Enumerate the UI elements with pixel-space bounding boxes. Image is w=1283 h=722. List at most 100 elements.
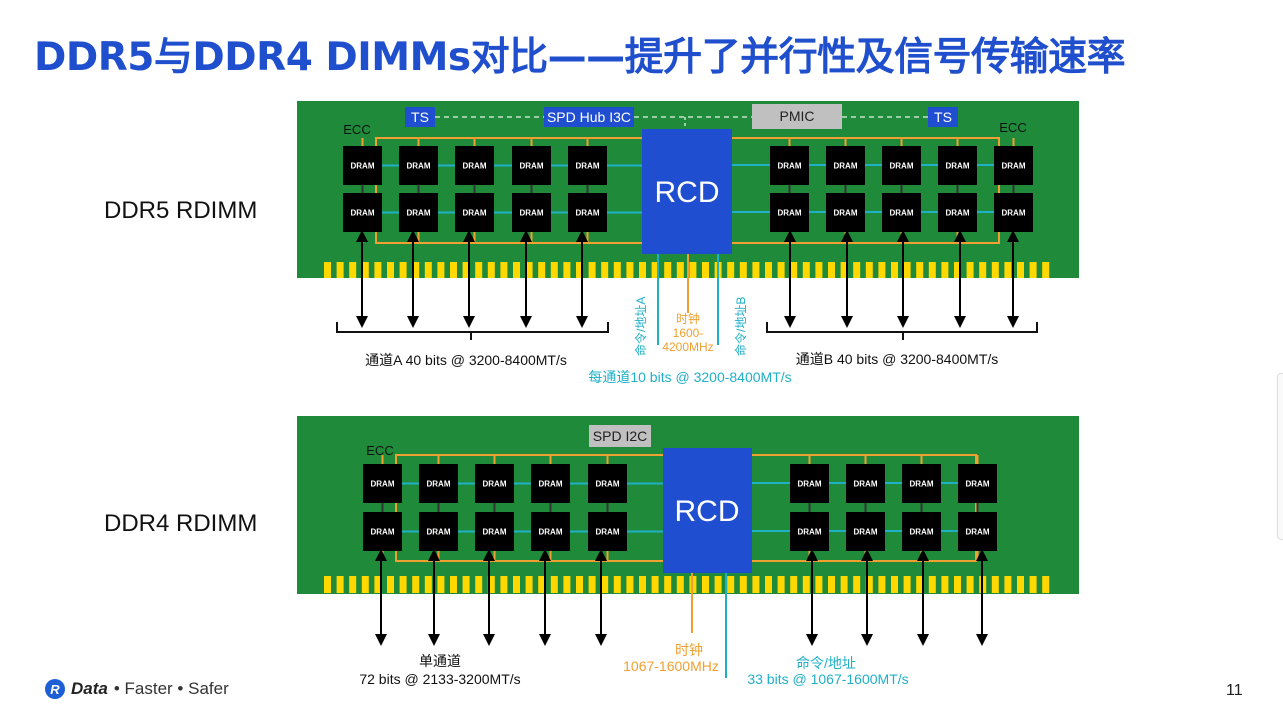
ddr5-rcd-chip xyxy=(642,129,732,254)
ddr4-module: SPD I2C ECC RCD DRAMDRAMDRAMDRAMDRAMDRAM… xyxy=(297,416,1079,594)
dram-label: DRAM xyxy=(371,528,395,537)
gold-pin xyxy=(916,262,924,278)
ddr5-spd-box xyxy=(544,107,634,127)
ddr5-ts-right-box xyxy=(928,107,958,127)
gold-pin xyxy=(664,262,672,278)
dram-label: DRAM xyxy=(966,528,990,537)
dram-chip xyxy=(512,193,551,232)
dram-label: DRAM xyxy=(483,480,507,489)
gold-pin xyxy=(336,262,344,278)
gold-pin xyxy=(765,576,772,593)
dram-chip xyxy=(588,512,627,551)
gold-pin xyxy=(815,262,823,278)
gold-pin xyxy=(576,576,583,593)
ddr4-data-arrows xyxy=(375,549,988,646)
dram-label: DRAM xyxy=(778,209,802,218)
gold-pin xyxy=(450,262,457,278)
dram-label: DRAM xyxy=(463,162,487,171)
ddr5-channel-a-text: 通道A 40 bits @ 3200-8400MT/s xyxy=(365,352,567,368)
gold-pin xyxy=(802,262,810,278)
slide-title: DDR5与DDR4 DIMMs对比——提升了并行性及信号传输速率 xyxy=(34,35,1126,80)
gold-pin xyxy=(361,576,369,593)
ddr4-module-label: DDR4 RDIMM xyxy=(104,510,258,537)
ddr4-spd-box xyxy=(589,425,651,447)
dram-label: DRAM xyxy=(1002,209,1026,218)
gold-pin xyxy=(714,576,722,593)
ddr5-ecc-left: ECC xyxy=(343,122,370,137)
ddr5-rcd-label: RCD xyxy=(655,176,720,209)
gold-pin xyxy=(588,576,596,593)
gold-pin xyxy=(777,576,785,593)
gold-pin xyxy=(399,576,407,593)
ddr4-cmd-addr-rate: 33 bits @ 1067-1600MT/s xyxy=(747,671,908,687)
gold-pin xyxy=(1004,576,1012,593)
gold-pin xyxy=(626,262,634,278)
gold-pin xyxy=(727,576,735,593)
dram-chip xyxy=(994,193,1033,232)
dram-chip xyxy=(790,464,829,503)
gold-pin xyxy=(689,262,697,278)
gold-pin xyxy=(525,576,533,593)
dram-label: DRAM xyxy=(834,209,858,218)
dram-chip xyxy=(531,464,570,503)
dram-chip xyxy=(419,512,458,551)
side-scroll-handle[interactable] xyxy=(1277,373,1283,540)
dram-label: DRAM xyxy=(946,209,970,218)
gold-pin xyxy=(891,262,898,278)
gold-pin xyxy=(387,576,394,593)
ddr5-per-channel-text: 每通道10 bits @ 3200-8400MT/s xyxy=(588,369,791,385)
dram-label: DRAM xyxy=(834,162,858,171)
dram-chip xyxy=(938,193,977,232)
ddr4-rcd-chip xyxy=(663,448,752,573)
dram-label: DRAM xyxy=(910,528,934,537)
gold-pin xyxy=(979,262,987,278)
gold-pin xyxy=(374,262,382,278)
gold-pin xyxy=(903,262,911,278)
dram-chip xyxy=(475,512,514,551)
gold-pin xyxy=(475,262,483,278)
gold-pin xyxy=(928,576,936,593)
dram-label: DRAM xyxy=(407,209,431,218)
dram-label: DRAM xyxy=(351,162,375,171)
gold-pin xyxy=(676,262,684,278)
gold-pin xyxy=(954,576,961,593)
gold-pin xyxy=(437,262,445,278)
gold-pin xyxy=(790,576,798,593)
dram-chip xyxy=(770,146,809,185)
ddr5-ts-right: TS xyxy=(934,109,952,125)
dram-label: DRAM xyxy=(854,480,878,489)
ddr5-ts-left: TS xyxy=(411,109,429,125)
gold-pin xyxy=(1029,576,1037,593)
gold-pin xyxy=(324,576,331,593)
footer-logo: R Data • Faster • Safer xyxy=(45,679,229,699)
dram-chip xyxy=(882,193,921,232)
gold-pin xyxy=(903,576,911,593)
dram-chip xyxy=(343,146,382,185)
gold-pin xyxy=(815,576,823,593)
dram-chip xyxy=(455,146,494,185)
gold-pin xyxy=(513,262,520,278)
logo-tagline: • Faster • Safer xyxy=(113,679,229,698)
gold-pin xyxy=(790,262,798,278)
dram-chip xyxy=(958,512,997,551)
dram-chip xyxy=(399,146,438,185)
dram-label: DRAM xyxy=(351,209,375,218)
gold-pin xyxy=(891,576,898,593)
gold-pin xyxy=(664,576,672,593)
gold-pin xyxy=(853,576,861,593)
gold-pin xyxy=(601,262,609,278)
dram-chip xyxy=(938,146,977,185)
ddr5-ts-left-box xyxy=(405,107,435,127)
gold-pin xyxy=(878,262,886,278)
gold-pin xyxy=(550,262,558,278)
gold-pin xyxy=(550,576,558,593)
gold-pin xyxy=(802,576,810,593)
gold-pin xyxy=(1042,262,1050,278)
dram-label: DRAM xyxy=(539,528,563,537)
gold-pin xyxy=(752,576,760,593)
logo-icon: R xyxy=(45,679,65,699)
dram-label: DRAM xyxy=(483,528,507,537)
gold-pin xyxy=(437,576,445,593)
gold-pin xyxy=(412,576,420,593)
